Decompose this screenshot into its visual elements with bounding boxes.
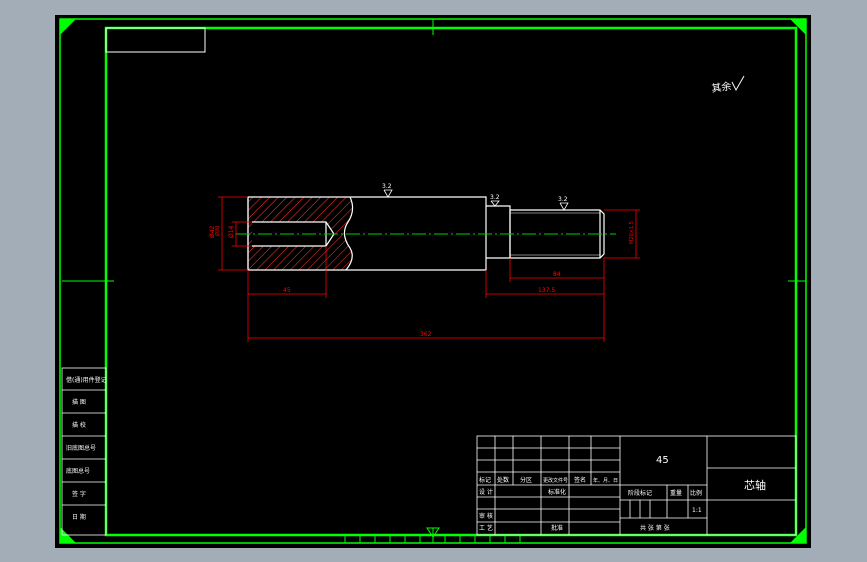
header-mark: 标记 [479, 476, 491, 484]
side-row-5: 签 字 [72, 490, 86, 498]
roughness-value-3: 3.2 [558, 196, 568, 203]
side-row-1: 描 图 [72, 398, 86, 406]
dim-outer-left-2: Ø30 [214, 226, 221, 236]
roughness-mark-2 [490, 200, 500, 207]
side-table-grid [61, 367, 107, 536]
section-hatch [248, 197, 353, 270]
dim-hole-depth: 45 [283, 287, 291, 294]
side-row-0: 借(通)用件登记 [66, 376, 107, 384]
label-weight: 重量 [670, 489, 682, 497]
header-sign: 签名 [574, 476, 586, 484]
label-sheets: 共 张 第 张 [640, 524, 670, 532]
roughness-mark-1 [383, 189, 393, 198]
header-doc: 更改文件号 [543, 477, 568, 484]
label-design: 设 计 [479, 488, 493, 496]
code-box [105, 27, 206, 53]
title-part-name: 芯轴 [744, 478, 766, 492]
label-approve: 批准 [551, 524, 563, 532]
dim-step-length: 137.5 [538, 287, 555, 294]
roughness-symbol-note [731, 75, 745, 92]
roughness-note: 其余 [711, 79, 733, 95]
side-row-2: 描 校 [72, 421, 86, 429]
roughness-value-2: 3.2 [490, 194, 500, 201]
dim-thread-length: 84 [553, 271, 561, 278]
dim-outer-left: Ø42 [209, 225, 216, 238]
corner-mark-tr [790, 19, 806, 35]
bottom-center-triangle [426, 527, 440, 538]
side-row-4: 底图总号 [66, 467, 90, 475]
header-date: 年、月、日 [593, 477, 618, 484]
label-scale: 比例 [690, 489, 702, 497]
side-row-6: 日 期 [72, 513, 86, 521]
title-material: 45 [656, 455, 669, 466]
corner-mark-br [790, 527, 806, 543]
label-review: 审 核 [479, 512, 493, 520]
dim-bore: Ø14 [228, 225, 235, 238]
header-count: 处数 [497, 476, 509, 484]
header-zone: 分区 [520, 476, 532, 484]
corner-mark-tl [60, 19, 76, 35]
title-block-grid [476, 435, 797, 536]
roughness-mark-3 [559, 202, 569, 211]
dim-total-length: 362 [420, 331, 432, 338]
label-stage: 阶段标记 [628, 489, 652, 497]
label-process: 工 艺 [479, 524, 493, 532]
dim-thread-size: M20×1.5 [629, 221, 635, 244]
scale-value: 1:1 [692, 507, 702, 514]
thread-lines [510, 212, 600, 256]
bottom-ruler [344, 536, 521, 543]
drawing-paper [55, 15, 811, 548]
dimension-lines [218, 196, 640, 342]
roughness-value-1: 3.2 [382, 183, 392, 190]
side-row-3: 旧底图总号 [66, 444, 96, 452]
label-std: 标准化 [548, 488, 566, 496]
